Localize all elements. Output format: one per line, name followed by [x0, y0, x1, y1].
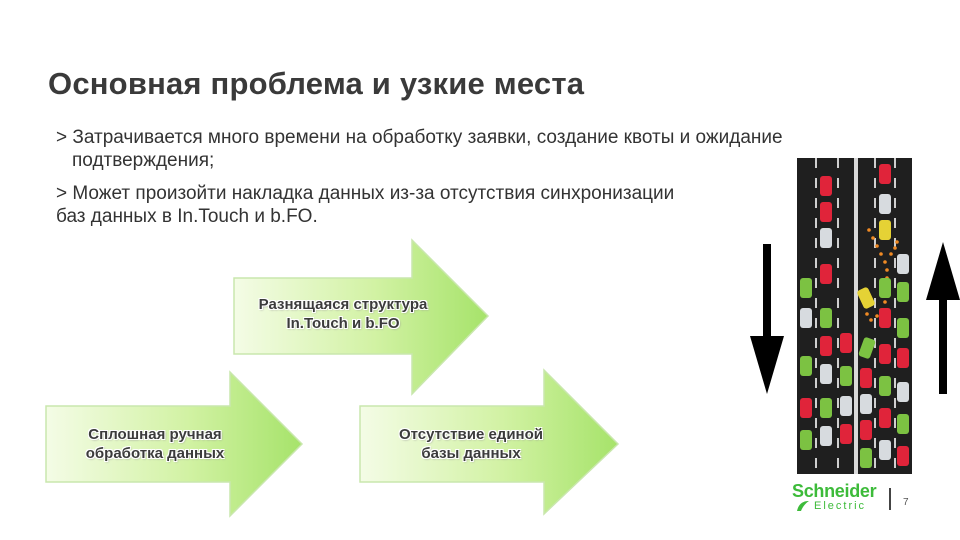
arrow-up-icon [926, 242, 960, 394]
arrow-shape-manual: Сплошная ручная обработка данных [44, 370, 306, 518]
bullet-text-line2: баз данных в In.Touch и b.FO. [56, 206, 318, 227]
logo-subtitle: Electric [792, 500, 888, 513]
traffic-jam-image [797, 158, 912, 474]
footer-divider [889, 488, 891, 510]
bullet-item: > Затрачивается много времени на обработ… [56, 126, 916, 172]
logo-mark-icon [797, 501, 809, 511]
arrow-label: Разнящаяся структура In.Touch и b.FO [258, 296, 428, 332]
bullet-marker: > [56, 127, 68, 148]
arrow-shape-icon [233, 238, 490, 396]
slide-title: Основная проблема и узкие места [48, 66, 585, 101]
bullet-item: > Может произойти накладка данных из-за … [56, 182, 916, 228]
arrow-label: Сплошная ручная обработка данных [85, 426, 225, 462]
logo-wordmark: Schneider [792, 481, 877, 501]
arrow-shape-database: Отсутствие единой базы данных [358, 368, 622, 516]
arrow-shape-structure: Разнящаяся структура In.Touch и b.FO [230, 238, 492, 398]
arrow-shape-icon [45, 370, 304, 518]
bullet-text-line2: подтверждения; [72, 150, 215, 171]
bullet-text-line1: Затрачивается много времени на обработку… [72, 127, 783, 148]
arrow-label: Отсутствие единой базы данных [398, 426, 543, 462]
page-number: 7 [903, 497, 909, 508]
arrow-shape-icon [359, 368, 620, 516]
bullet-text-line1: Может произойти накладка данных из-за от… [72, 183, 675, 204]
bullet-marker: > [56, 183, 68, 204]
schneider-electric-logo: Schneider Electric [792, 482, 888, 516]
arrow-down-icon [750, 244, 784, 394]
bullet-list: > Затрачивается много времени на обработ… [56, 126, 916, 228]
